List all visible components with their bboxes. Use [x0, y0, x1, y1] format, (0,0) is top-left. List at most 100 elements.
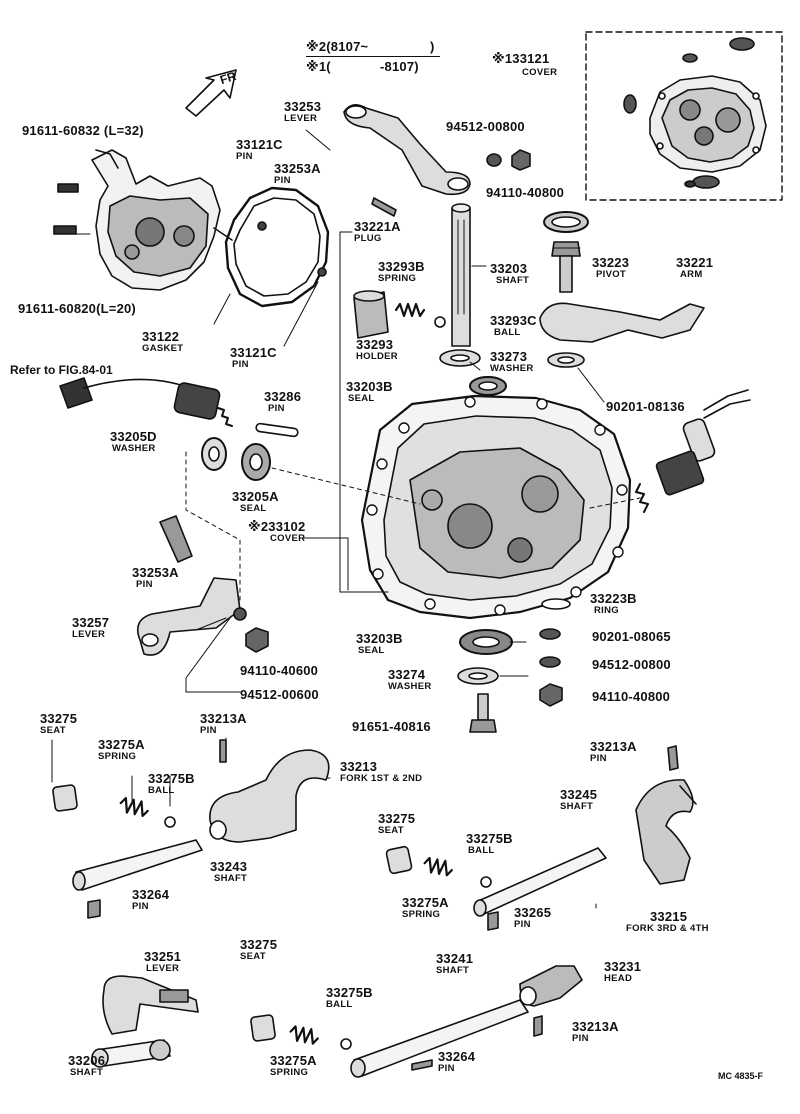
part-number: 33223B: [590, 591, 637, 606]
part-number: 33275: [378, 811, 416, 826]
switch-assembly-right: [635, 389, 751, 513]
pin-33213A-c: [533, 1015, 543, 1037]
part-name: COVER: [522, 67, 558, 78]
part-number: 94110-40800: [592, 689, 671, 704]
part-number: 33205A: [232, 489, 279, 504]
part-name: PIN: [200, 725, 217, 736]
part-name: SHAFT: [70, 1067, 104, 1078]
part-number: 33213A: [590, 739, 637, 754]
part-number: 33264: [438, 1049, 476, 1064]
part-number: 33205D: [110, 429, 157, 444]
part-name: BALL: [468, 845, 495, 856]
part-name: SEAL: [358, 645, 385, 656]
part-number: 91611-60832 (L=32): [22, 123, 144, 138]
part-name: PIN: [136, 579, 153, 590]
part-name: SPRING: [378, 273, 417, 284]
part-name: SEAT: [240, 951, 266, 962]
part-name: SHAFT: [560, 801, 594, 812]
shaft-33206: [91, 1039, 171, 1068]
part-name: LEVER: [72, 629, 106, 640]
part-name: PLUG: [354, 233, 382, 244]
part-name: GASKET: [142, 343, 184, 354]
part-number: 33213A: [200, 711, 247, 726]
part-number: 90201-08065: [592, 629, 671, 644]
part-number: 33275B: [148, 771, 195, 786]
pin-33213A-a: [219, 739, 227, 763]
part-number: 33264: [132, 887, 170, 902]
ball-33293C: [434, 316, 446, 328]
seat-33275-a: [52, 784, 78, 812]
part-number: 33274: [388, 667, 426, 682]
part-number: 33221: [676, 255, 714, 270]
reference-note: Refer to FIG.84-01: [10, 363, 113, 377]
part-name: PIN: [438, 1063, 455, 1074]
cover-assembly-33121: [623, 37, 767, 189]
part-number: 33121C: [236, 137, 283, 152]
bolt-91651-40816: [469, 693, 497, 733]
part-name: BALL: [494, 327, 521, 338]
part-number: 33253A: [132, 565, 179, 580]
pin-33213A-b: [667, 745, 679, 771]
ring-33223B: [541, 598, 571, 610]
note-1-range: ※1(: [306, 59, 331, 74]
part-number: 33203: [490, 261, 528, 276]
spring-33275A-c: [289, 1025, 319, 1045]
part-name: BALL: [148, 785, 175, 796]
part-name: WASHER: [112, 443, 156, 454]
part-number: 33265: [514, 905, 552, 920]
part-number: 33293C: [490, 313, 537, 328]
part-name: WASHER: [388, 681, 432, 692]
part-name: SHAFT: [496, 275, 530, 286]
nut-94110-40800: [511, 149, 531, 171]
part-name: BALL: [326, 999, 353, 1010]
part-number: 33275A: [98, 737, 145, 752]
shaft-33245: [473, 847, 607, 917]
part-name: PIN: [232, 359, 249, 370]
part-name: SEAL: [348, 393, 375, 404]
part-number: 33275B: [466, 831, 513, 846]
part-name: LEVER: [284, 113, 318, 124]
part-name: ARM: [680, 269, 703, 280]
switch-assembly-left: [59, 377, 233, 427]
pin-33264-a: [87, 899, 101, 919]
pin-33253A-top: [371, 197, 397, 217]
part-name: PIN: [132, 901, 149, 912]
part-name: HEAD: [604, 973, 633, 984]
part-number: 33275: [240, 937, 278, 952]
lever-33257: [136, 577, 241, 656]
part-name: HOLDER: [356, 351, 398, 362]
leader-lines: [51, 129, 605, 909]
arm-33221: [539, 302, 705, 343]
lock-washer-94512-00800: [486, 153, 502, 167]
part-name: PIN: [514, 919, 531, 930]
holder-33293: [353, 290, 389, 339]
part-name: SPRING: [402, 909, 441, 920]
ball-33275B-b: [480, 876, 492, 888]
pin-33265: [487, 911, 499, 931]
part-name: SHAFT: [436, 965, 470, 976]
spring-33275A-a: [119, 796, 149, 818]
part-name: SEAT: [40, 725, 66, 736]
part-number: 94512-00600: [240, 687, 319, 702]
part-number: 33251: [144, 949, 182, 964]
seat-33275-c: [250, 1014, 276, 1042]
part-number: 33243: [210, 859, 248, 874]
front-direction-arrow: [185, 69, 237, 117]
seat-33275-b: [385, 845, 413, 875]
part-name: FORK 3RD & 4TH: [626, 923, 709, 934]
fork-33213: [209, 749, 330, 843]
note-2-close: ): [430, 39, 435, 54]
part-number: 33223: [592, 255, 630, 270]
part-number: 33286: [264, 389, 302, 404]
part-name: PIN: [268, 403, 285, 414]
spring-33293B: [394, 302, 426, 318]
shaft-33243: [72, 839, 203, 891]
part-number: 33121C: [230, 345, 277, 360]
drawing-code: MC 4835-F: [718, 1071, 764, 1081]
part-name: LEVER: [146, 963, 180, 974]
part-name: SPRING: [98, 751, 137, 762]
part-number: 94512-00800: [592, 657, 671, 672]
spring-33275A-b: [423, 856, 453, 877]
ball-33275B-a: [164, 816, 176, 828]
